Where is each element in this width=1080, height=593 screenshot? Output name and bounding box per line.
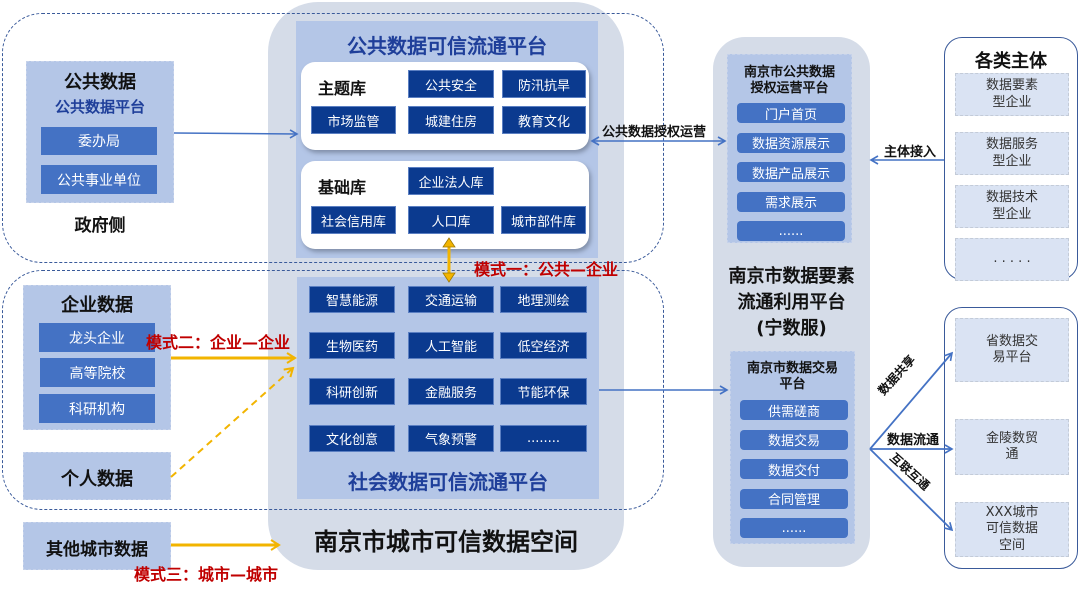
- external-platform-line: 省数据交: [985, 333, 1038, 349]
- social-platform-item: 生物医药: [309, 332, 395, 359]
- social-platform-item: 地理测绘: [500, 286, 587, 313]
- base-library-label: 基础库: [318, 178, 367, 197]
- entity-item-line: . . . . .: [993, 251, 1031, 267]
- base-library-item: 企业法人库: [408, 167, 494, 195]
- social-platform-item: 智慧能源: [309, 286, 395, 313]
- theme-library-item: 公共安全: [408, 70, 494, 98]
- trade-platform-item: ......: [740, 518, 848, 538]
- base-library-item: 城市部件库: [501, 206, 586, 234]
- data-sharing-label: 数据共享: [875, 352, 919, 398]
- social-platform-item: 交通运输: [408, 286, 494, 313]
- element-platform-title-line: 流通利用平台: [737, 292, 846, 313]
- personal-data-panel: [23, 452, 171, 500]
- entity-item: . . . . .: [955, 238, 1069, 281]
- theme-library-item: 教育文化: [502, 106, 586, 134]
- social-platform-title: 社会数据可信流通平台: [348, 470, 548, 494]
- trade-platform-item: 供需磋商: [740, 400, 848, 420]
- government-side-label: 政府侧: [74, 216, 126, 236]
- external-platform-line: 通: [1005, 447, 1019, 462]
- data-circulation-label: 数据流通: [887, 433, 940, 448]
- enterprise-data-item: 龙头企业: [39, 323, 155, 352]
- theme-library-item: 市场监管: [311, 106, 396, 134]
- mode1-label: 模式一：公共—企业: [474, 260, 619, 279]
- entity-item-line: 数据技术: [985, 190, 1038, 206]
- public-auth-label: 公共数据授权运营: [602, 125, 707, 140]
- external-platform-item: 省数据交易平台: [955, 318, 1069, 382]
- enterprise-data-title: 企业数据: [61, 295, 133, 316]
- social-platform-item: 科研创新: [309, 378, 395, 405]
- auth-platform-item: 门户首页: [737, 103, 845, 123]
- element-platform-title-line: (宁数服): [756, 318, 827, 339]
- social-platform-item: 低空经济: [500, 332, 587, 359]
- auth-platform-item: 数据资源展示: [737, 132, 845, 153]
- public-data-item: 公共事业单位: [41, 165, 157, 194]
- social-platform-item: 节能环保: [500, 378, 587, 405]
- public-platform-title: 公共数据可信流通平台: [347, 34, 547, 58]
- external-platform-line: 易平台: [992, 350, 1032, 365]
- interconnect-label: 互联互通: [887, 450, 933, 494]
- entity-item: 数据要素型企业: [955, 73, 1069, 116]
- external-platform-line: 空间: [998, 537, 1025, 553]
- other-city-data-panel: [23, 522, 171, 570]
- social-platform-item: ........: [500, 425, 587, 452]
- mode2-label: 模式二：企业—企业: [146, 333, 291, 352]
- base-library-item: 社会信用库: [311, 206, 396, 234]
- public-data-item: 委办局: [41, 127, 157, 155]
- entity-access-label: 主体接入: [884, 145, 937, 160]
- auth-platform-item: 需求展示: [737, 191, 845, 212]
- social-platform-item: 文化创意: [309, 425, 395, 452]
- base-library-item: 人口库: [408, 206, 494, 234]
- external-platform-line: 可信数据: [985, 521, 1038, 537]
- other-city-data-title: 其他城市数据: [46, 540, 148, 560]
- personal-data-title: 个人数据: [61, 469, 133, 490]
- social-platform-item: 人工智能: [408, 332, 494, 359]
- trade-platform-item: 数据交付: [740, 459, 848, 479]
- auth-platform-item: ......: [737, 221, 845, 241]
- trade-platform-item: 合同管理: [740, 488, 848, 509]
- theme-library-item: 防汛抗旱: [502, 70, 586, 98]
- auth-platform-title-line: 授权运营平台: [750, 81, 829, 96]
- external-platform-item: XXX城市可信数据空间: [955, 502, 1069, 557]
- city-space-title: 南京市城市可信数据空间: [314, 528, 578, 556]
- external-platform-line: XXX城市: [985, 505, 1039, 521]
- theme-library-label: 主题库: [318, 79, 367, 98]
- public-data-platform-label: 公共数据平台: [54, 98, 145, 116]
- social-platform-item: 金融服务: [408, 378, 494, 405]
- auth-platform-title-line: 南京市公共数据: [743, 65, 835, 80]
- external-platform-item: 金陵数贸通: [955, 419, 1069, 475]
- mode3-label: 模式三：城市—城市: [134, 565, 279, 584]
- social-platform-item: 气象预警: [408, 425, 494, 452]
- external-platform-line: 金陵数贸: [985, 430, 1038, 446]
- element-platform-title-line: 南京市数据要素: [728, 266, 855, 287]
- public-data-title: 公共数据: [64, 72, 136, 93]
- entity-item-line: 数据要素: [985, 78, 1038, 94]
- theme-library-item: 城建住房: [408, 106, 494, 134]
- auth-platform-item: 数据产品展示: [737, 162, 845, 182]
- enterprise-data-item: 高等院校: [40, 358, 155, 387]
- trade-platform-item: 数据交易: [740, 429, 848, 450]
- trade-platform-title-line: 南京市数据交易: [746, 361, 838, 376]
- entity-item-line: 数据服务: [985, 137, 1038, 153]
- entity-item: 数据技术型企业: [955, 185, 1069, 228]
- entity-item-line: 型企业: [992, 153, 1032, 169]
- trade-platform-title-line: 平台: [779, 377, 806, 392]
- enterprise-data-item: 科研机构: [39, 394, 155, 423]
- entity-item: 数据服务型企业: [955, 132, 1069, 175]
- entity-item-line: 型企业: [992, 94, 1032, 110]
- entities-title: 各类主体: [975, 51, 1047, 72]
- entity-item-line: 型企业: [992, 206, 1032, 222]
